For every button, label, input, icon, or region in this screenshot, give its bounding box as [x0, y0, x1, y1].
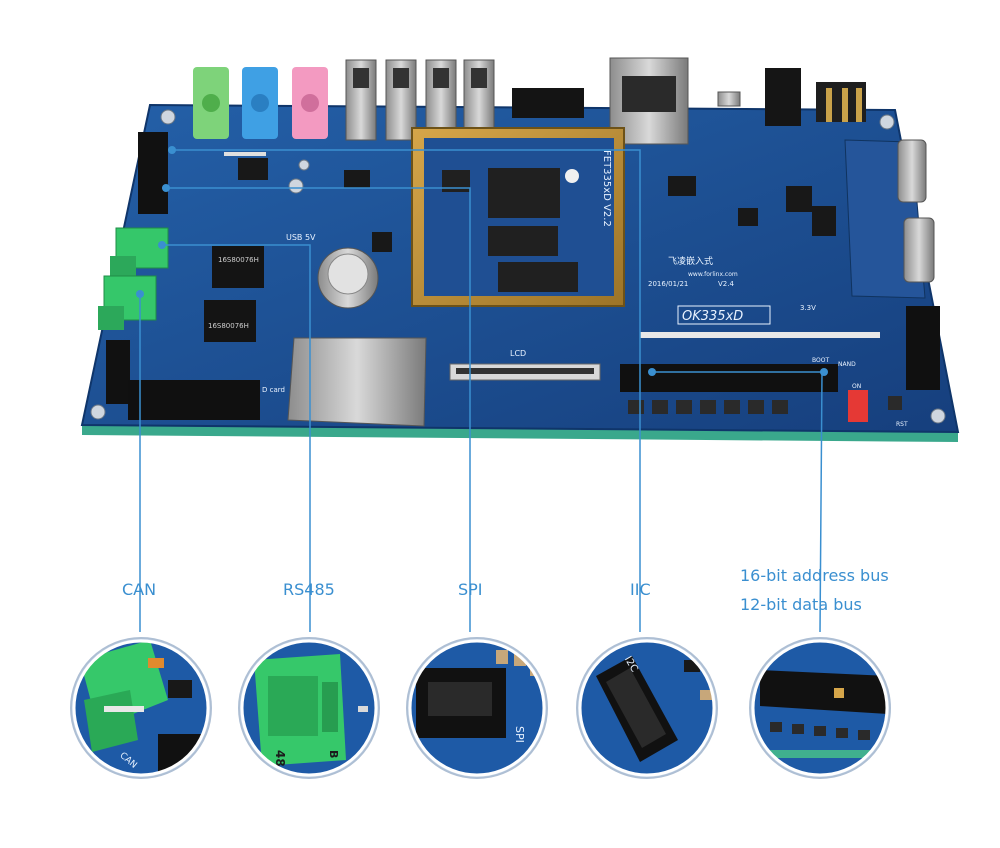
reset-button [888, 396, 902, 410]
left-header-top [138, 132, 168, 214]
core-module: FET335xD V2.2 [411, 127, 625, 307]
power-switch [816, 82, 866, 122]
silk-usb: USB 5V [286, 233, 316, 242]
green-terminal-blocks [98, 227, 169, 330]
zoom-circle-can: CAN [70, 637, 212, 779]
zoom-rs485-b: B [327, 750, 340, 758]
silk-33v: 3.3V [800, 304, 816, 312]
silk-sd: D card [262, 386, 285, 394]
zoom-circle-iic: I2C [576, 637, 718, 779]
iic-callout-line [168, 149, 641, 632]
mini-usb-port [717, 91, 741, 107]
silk-rst: RST [896, 421, 908, 428]
cpu-chip [488, 168, 560, 218]
zoom-circle-rs485: 48 B [238, 637, 380, 779]
callout-label-data-bus: 12-bit data bus [740, 595, 862, 614]
zoom-circle-spi: SPI [406, 637, 548, 779]
usb-ports [345, 59, 495, 141]
power-jack [765, 68, 801, 126]
pin-row [640, 332, 880, 338]
expansion-header-left [128, 380, 260, 420]
zoom-circle-bus [749, 637, 891, 779]
right-header [906, 306, 940, 390]
flash-chip [498, 262, 578, 292]
callout-label-rs485: RS485 [283, 580, 335, 599]
core-module-label: FET335xD V2.2 [601, 150, 612, 227]
silk-boot: BOOT [812, 357, 829, 364]
site-label: www.forlinx.com [688, 271, 738, 278]
small-components [224, 152, 836, 252]
boot-dip-switch [848, 390, 868, 422]
model-label: OK335xD [682, 309, 743, 324]
left-header-bottom [106, 340, 130, 404]
tactile-buttons [628, 400, 788, 414]
callout-dots [136, 146, 828, 376]
chip-mark-2: 16S80076H [208, 322, 249, 330]
silk-lcd: LCD [510, 349, 526, 358]
jtag-header [512, 88, 584, 118]
silk-on: ON [852, 383, 861, 390]
sd-card-slot [287, 337, 427, 427]
db9-connectors [844, 139, 935, 299]
rs485-callout-line [160, 244, 311, 632]
spi-callout-line [162, 187, 471, 632]
version-label: V2.4 [718, 280, 734, 288]
expansion-header-right [620, 364, 838, 392]
silk-nand: NAND [838, 361, 856, 368]
brand-label: 飞凌嵌入式 [668, 255, 713, 267]
audio-jacks [193, 67, 328, 139]
transceiver-chips: 16S80076H 16S80076H [204, 246, 264, 342]
zoom-spi-text: SPI [513, 726, 526, 743]
callout-label-address-bus: 16-bit address bus [740, 566, 889, 585]
ram-chip [488, 226, 558, 256]
zoom-rs485-text: 48 [273, 750, 287, 767]
callout-label-can: CAN [122, 580, 157, 599]
date-label: 2016/01/21 [648, 280, 688, 288]
coin-cell-battery [317, 247, 379, 309]
callout-label-spi: SPI [458, 580, 483, 599]
chip-mark-1: 16S80076H [218, 256, 259, 264]
callout-label-iic: IIC [630, 580, 651, 599]
